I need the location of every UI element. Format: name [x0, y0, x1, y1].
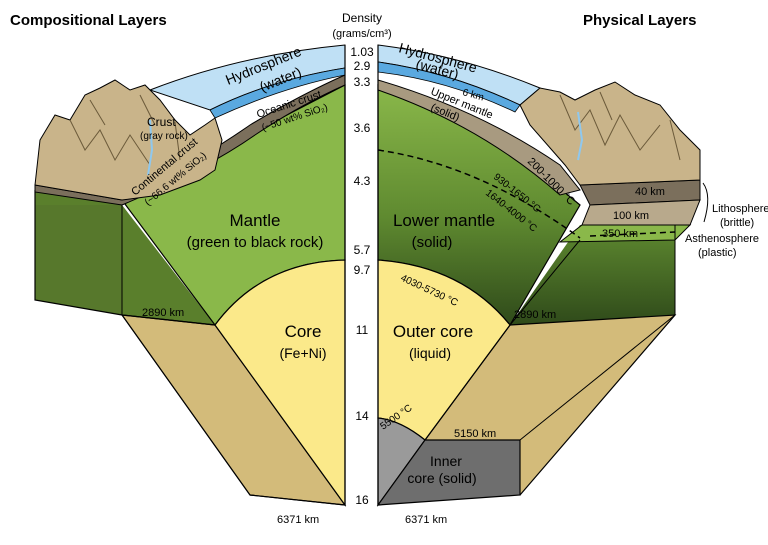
density-title: Density [342, 11, 382, 25]
lower-mantle-sub: (solid) [412, 234, 453, 251]
depth-350-label: 350 km [602, 228, 638, 240]
density-value: 16 [355, 493, 369, 507]
inner-core-label: Inner [430, 453, 462, 469]
core-sub: (Fe+Ni) [279, 345, 326, 361]
depth-40-label: 40 km [635, 186, 665, 198]
left-mountains [34, 79, 223, 201]
density-value: 14 [355, 409, 369, 423]
density-units: (grams/cm³) [332, 28, 391, 40]
right-title: Physical Layers [583, 12, 696, 29]
depth-inner-label: 5150 km [454, 428, 496, 440]
right-inner-core-side [376, 439, 521, 506]
outer-core-label: Outer core [393, 322, 473, 341]
density-value: 11 [356, 323, 369, 337]
right-upper-mantle [377, 79, 581, 196]
core-label: Core [285, 322, 322, 341]
outer-core-sub: (liquid) [409, 345, 451, 361]
asthenosphere-label: Asthenosphere [685, 233, 759, 245]
density-value: 9.7 [354, 263, 371, 277]
inner-core-sub: core (solid) [407, 470, 476, 486]
density-scale: 1.032.9 3.3 3.6 4.3 5.7 9.7 11 14 16 [350, 45, 374, 507]
left-depth-total: 6371 km [277, 514, 319, 526]
mantle-sub: (green to black rock) [187, 234, 324, 251]
density-value: 5.7 [354, 243, 371, 257]
density-value: 2.9 [354, 59, 371, 73]
density-value: 1.03 [350, 45, 374, 59]
lithosphere-sub: (brittle) [720, 217, 754, 229]
left-depth-mantle: 2890 km [142, 307, 184, 319]
asthenosphere-sub: (plastic) [698, 247, 737, 259]
right-depth-total: 6371 km [405, 514, 447, 526]
mantle-label: Mantle [229, 211, 280, 230]
left-title: Compositional Layers [10, 12, 167, 29]
lithosphere-label: Lithosphere [712, 203, 768, 215]
crust-label: Crust [147, 115, 176, 129]
ocean-depth-label: 6 km [461, 87, 485, 103]
density-value: 4.3 [354, 174, 371, 188]
left-side-mantle-lower [35, 205, 122, 315]
lower-mantle-label: Lower mantle [393, 211, 495, 230]
density-value: 3.6 [354, 121, 371, 135]
crust-sub: (gray rock) [140, 131, 188, 142]
depth-100-label: 100 km [613, 210, 649, 222]
right-depth-mantle: 2890 km [514, 309, 556, 321]
right-side-asthenosphere [510, 225, 675, 325]
density-value: 3.3 [354, 75, 371, 89]
